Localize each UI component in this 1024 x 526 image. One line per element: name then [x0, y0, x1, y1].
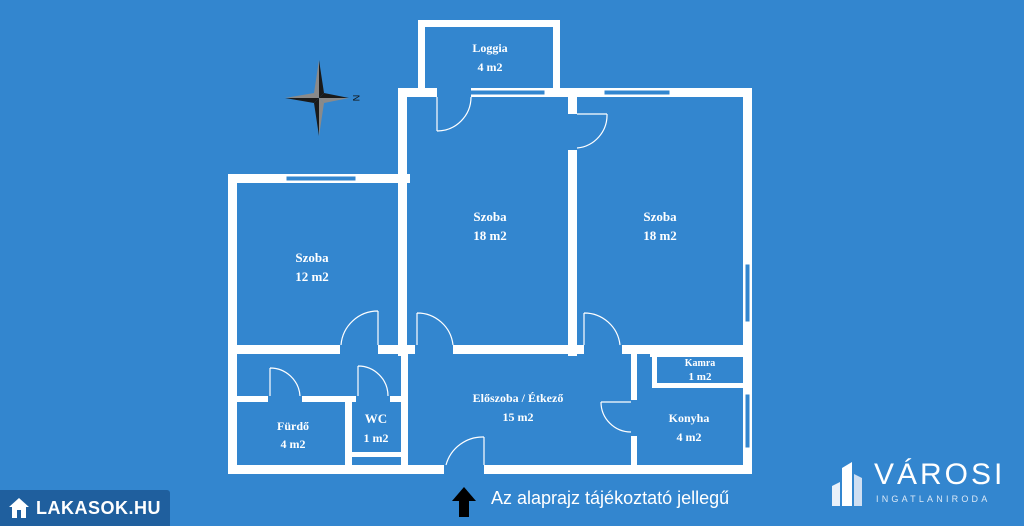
wall-partition-rooms [568, 88, 577, 356]
door-opening-left-room [340, 345, 378, 354]
furdo-name: Fürdő [277, 419, 309, 433]
door-left-room [340, 310, 379, 346]
szoba-middle-name: Szoba [473, 209, 507, 224]
varosi-sub: INGATLANIRODA [876, 494, 991, 504]
szoba-left-name: Szoba [295, 250, 329, 265]
wall-loggia-left [418, 20, 425, 94]
house-logo-icon [9, 498, 29, 518]
wall-wc-right [401, 354, 408, 474]
konyha-name: Konyha [669, 411, 710, 425]
window-right-room [603, 89, 671, 96]
varosi-building-icon [832, 462, 862, 506]
door-opening-right-room [568, 114, 577, 150]
szoba-middle-area: 18 m2 [473, 228, 507, 243]
door-opening-middle-room [415, 345, 453, 354]
door-opening-entrance [444, 465, 484, 474]
wall-loggia-right [553, 20, 560, 94]
compass-point-e [319, 93, 349, 98]
door-opening-kitchen [631, 400, 637, 436]
door-opening-right-lower [584, 345, 622, 354]
door-bath [269, 367, 301, 397]
loggia-area: 4 m2 [478, 60, 503, 74]
walls [228, 20, 752, 474]
wall-horizontal-mid [228, 345, 752, 354]
door-opening-bath [268, 396, 302, 402]
compass-point-w [285, 98, 319, 103]
eloszoba-name: Előszoba / Étkező [473, 391, 564, 405]
compass-icon: N [285, 60, 361, 136]
window-right-wall [744, 263, 751, 323]
wc-name: WC [365, 411, 387, 426]
compass-point-n [319, 60, 324, 98]
disclaimer-note: Az alaprajz tájékoztató jellegű [491, 488, 730, 508]
door-opening-wc [356, 396, 390, 402]
wall-outer-bottom [228, 465, 752, 474]
furdo-area: 4 m2 [281, 437, 306, 451]
szoba-right-area: 18 m2 [643, 228, 677, 243]
lakasok-badge: LAKASOK.HU [0, 490, 170, 526]
doors [268, 88, 637, 474]
szoba-right-name: Szoba [643, 209, 677, 224]
door-right-room [576, 113, 608, 149]
room-labels: Loggia 4 m2 Szoba 18 m2 Szoba 18 m2 Szob… [277, 41, 715, 451]
wall-bath-wc [345, 396, 352, 474]
door-loggia [436, 96, 472, 132]
wall-outer-left [228, 174, 237, 474]
wall-wc-shelf [345, 452, 405, 457]
wc-area: 1 m2 [364, 431, 389, 445]
lakasok-brand: LAKASOK.HU [36, 497, 161, 518]
wall-loggia-top [418, 20, 560, 27]
door-entrance [445, 436, 485, 466]
compass-label: N [351, 95, 361, 102]
door-right-lower [583, 312, 621, 346]
kamra-area: 1 m2 [689, 371, 712, 383]
compass-point-s [314, 98, 319, 136]
eloszoba-area: 15 m2 [503, 410, 534, 424]
window-left-room [285, 175, 357, 182]
konyha-area: 4 m2 [677, 430, 702, 444]
szoba-left-area: 12 m2 [295, 269, 329, 284]
door-kitchen [600, 401, 632, 433]
entrance-arrow-icon [452, 487, 476, 517]
door-opening-loggia [437, 88, 471, 97]
varosi-logo: VÁROSI INGATLANIRODA [828, 458, 1018, 508]
loggia-name: Loggia [472, 41, 507, 55]
wall-middle-left [398, 88, 407, 356]
kamra-name: Kamra [685, 358, 716, 369]
varosi-name: VÁROSI [874, 458, 1006, 491]
wall-bath-top [228, 396, 408, 402]
wall-kamra-bottom [652, 383, 748, 388]
wall-kamra-left [652, 354, 657, 388]
door-wc [357, 365, 389, 397]
wall-kamra-top [650, 354, 750, 357]
door-middle-room [416, 312, 454, 346]
window-kitchen [744, 393, 751, 449]
